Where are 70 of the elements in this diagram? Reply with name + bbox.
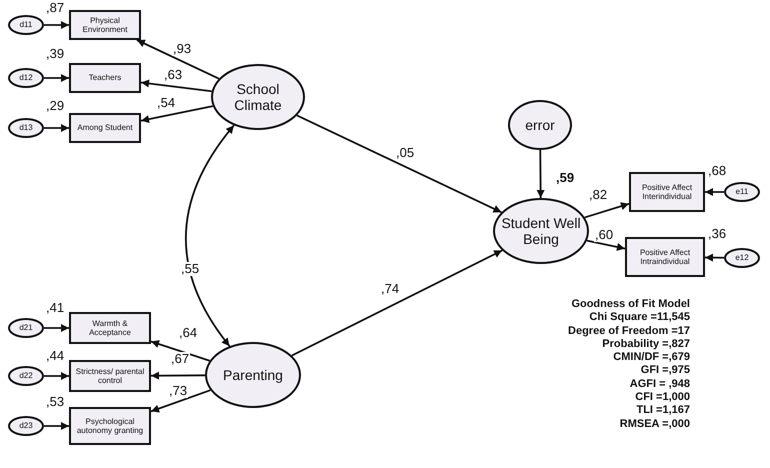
r-squared-value: ,87	[46, 0, 64, 15]
error-term-ellipse: e12	[724, 248, 760, 268]
r-squared-value: ,29	[46, 98, 64, 113]
edge-label: ,73	[168, 384, 188, 398]
observed-variable-box: Physical Environment	[69, 10, 141, 40]
arrow	[291, 250, 503, 356]
arrow	[140, 105, 214, 124]
fit-statistic: Probability =,827	[601, 338, 690, 352]
arrow	[44, 124, 69, 132]
arrow	[586, 240, 626, 251]
arrow	[704, 254, 724, 262]
r-squared-value: ,41	[46, 300, 64, 315]
r-squared-value: ,36	[708, 226, 726, 241]
arrow	[44, 74, 69, 82]
error-term-ellipse: e11	[724, 182, 760, 202]
error-term-ellipse: d13	[8, 118, 44, 138]
latent-variable-ellipse: Parenting	[205, 342, 301, 408]
observed-variable-box: Positive Affect Intraindividual	[625, 237, 705, 277]
edge-label: ,67	[170, 352, 190, 366]
fit-statistic: CFI =1,000	[634, 391, 690, 404]
r-squared-value: ,53	[46, 394, 64, 409]
fit-statistic: Degree of Freedom =17	[568, 324, 690, 338]
arrow	[584, 202, 630, 218]
observed-variable-box: Strictness/ parental control	[69, 360, 151, 392]
edge-label: ,55	[180, 262, 200, 276]
latent-variable-ellipse: error	[508, 100, 572, 150]
latent-variable-ellipse: Student Well Being	[493, 198, 589, 264]
arrow	[150, 389, 211, 412]
r-squared-value: ,44	[46, 348, 64, 363]
arrow	[151, 372, 205, 380]
arrow	[44, 324, 69, 332]
fit-statistic: GFI =,975	[640, 364, 690, 378]
error-term-ellipse: d22	[8, 366, 44, 386]
latent-variable-ellipse: School Climate	[211, 64, 305, 130]
edge-label: ,05	[395, 146, 416, 160]
observed-variable-box: Teachers	[69, 63, 141, 93]
edge-label: ,54	[156, 96, 176, 110]
arrow	[705, 188, 724, 196]
error-term-ellipse: d12	[8, 68, 44, 88]
r-squared-value: ,59	[556, 170, 574, 185]
edge-label: ,74	[380, 282, 400, 296]
edge-label: ,82	[588, 188, 608, 202]
fit-statistic: AGFI = ,948	[628, 378, 690, 392]
r-squared-value: ,68	[708, 163, 726, 178]
arrow	[296, 114, 502, 214]
arrow	[185, 124, 235, 347]
edge-label: ,60	[594, 228, 614, 242]
arrow	[44, 422, 69, 430]
error-term-ellipse: d21	[8, 318, 44, 338]
arrow	[140, 79, 212, 92]
r-squared-value: ,39	[46, 46, 64, 61]
arrow	[136, 39, 220, 80]
fit-statistic: Goodness of Fit Model	[570, 298, 690, 312]
arrow	[150, 340, 210, 362]
fit-statistic: Chi Square =11,545	[588, 311, 690, 325]
edge-label: ,63	[163, 68, 184, 82]
observed-variable-box: Among Student	[69, 113, 141, 143]
observed-variable-box: Positive Affect Interindividual	[629, 172, 705, 212]
fit-statistic: RMSEA =,000	[618, 418, 690, 431]
edge-label: ,64	[178, 326, 198, 340]
error-term-ellipse: d11	[8, 15, 44, 35]
observed-variable-box: Warmth & Acceptance	[69, 312, 151, 344]
fit-statistic: CMIN/DF =,679	[612, 351, 690, 364]
error-term-ellipse: d23	[8, 416, 44, 436]
fit-statistic: TLI =1,167	[635, 404, 690, 418]
arrow	[44, 372, 69, 380]
edge-label: ,93	[172, 42, 192, 56]
arrow	[536, 150, 545, 198]
observed-variable-box: Psychological autonomy granting	[69, 407, 151, 445]
arrow	[44, 21, 69, 29]
